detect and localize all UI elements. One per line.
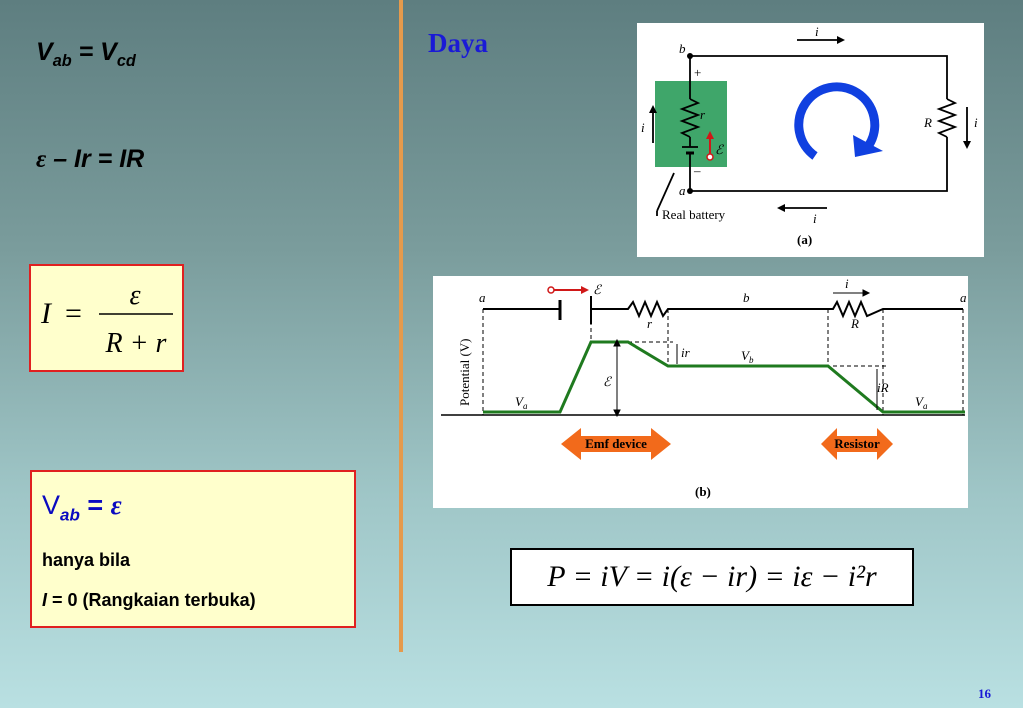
svg-text:i: i: [641, 120, 645, 135]
svg-text:Emf device: Emf device: [585, 436, 647, 451]
open-circuit-box: Vab = ε hanya bila I = 0 (Rangkaian terb…: [30, 470, 356, 628]
svg-text:=: =: [65, 297, 82, 330]
svg-text:i: i: [815, 24, 819, 39]
svg-text:i: i: [813, 211, 817, 226]
page-number: 16: [978, 686, 991, 701]
svg-text:b: b: [679, 41, 686, 56]
power-formula-box: P = iV = i(ε − ir) = iε − i²r: [510, 548, 914, 606]
svg-text:Potential (V): Potential (V): [457, 338, 472, 406]
va-right-label: Va: [915, 394, 928, 411]
svg-text:r: r: [700, 107, 706, 122]
vb-label: Vb: [741, 348, 754, 365]
svg-text:R: R: [850, 316, 859, 331]
svg-text:R: R: [923, 115, 932, 130]
condition-line2: I = 0 (Rangkaian terbuka): [42, 590, 256, 610]
potential-graph-b: a ℰ r b i R a ir Vb ℰ iR Va Va Potential…: [433, 276, 968, 508]
svg-text:a: a: [960, 290, 967, 305]
svg-text:i: i: [974, 115, 978, 130]
vab-emf: Vab = ε: [42, 490, 122, 525]
svg-text:iR: iR: [877, 380, 889, 395]
power-formula: P = iV = i(ε − ir) = iε − i²r: [547, 560, 877, 593]
equation-emf-ir: ε – Ir = IR: [36, 145, 145, 173]
vertical-divider: [399, 0, 403, 652]
current-formula-box: I = ε R + r: [29, 264, 184, 372]
svg-text:–: –: [693, 163, 701, 178]
equation-vab-vcd: Vab = Vcd: [36, 38, 136, 70]
svg-text:ℰ: ℰ: [715, 142, 724, 157]
svg-text:I: I: [40, 297, 53, 330]
svg-text:a: a: [479, 290, 486, 305]
svg-text:Resistor: Resistor: [834, 436, 880, 451]
svg-text:Real battery: Real battery: [662, 207, 726, 222]
svg-text:ℰ: ℰ: [593, 282, 602, 297]
section-title: Daya: [428, 28, 488, 58]
svg-text:+: +: [694, 65, 701, 80]
svg-text:b: b: [743, 290, 750, 305]
svg-text:(a): (a): [797, 232, 812, 247]
va-left-label: Va: [515, 394, 528, 411]
svg-text:R + r: R + r: [105, 328, 167, 359]
svg-text:i: i: [845, 276, 849, 291]
svg-text:r: r: [647, 316, 653, 331]
svg-text:(b): (b): [695, 484, 711, 499]
svg-text:ε: ε: [129, 280, 140, 311]
circuit-diagram-a: b a r ℰ R i i i i + – Real battery (a): [637, 23, 984, 257]
condition-line1: hanya bila: [42, 550, 131, 570]
current-formula: I = ε R + r: [40, 280, 173, 359]
svg-text:a: a: [679, 183, 686, 198]
svg-text:ℰ: ℰ: [603, 374, 612, 389]
svg-text:ir: ir: [681, 345, 691, 360]
